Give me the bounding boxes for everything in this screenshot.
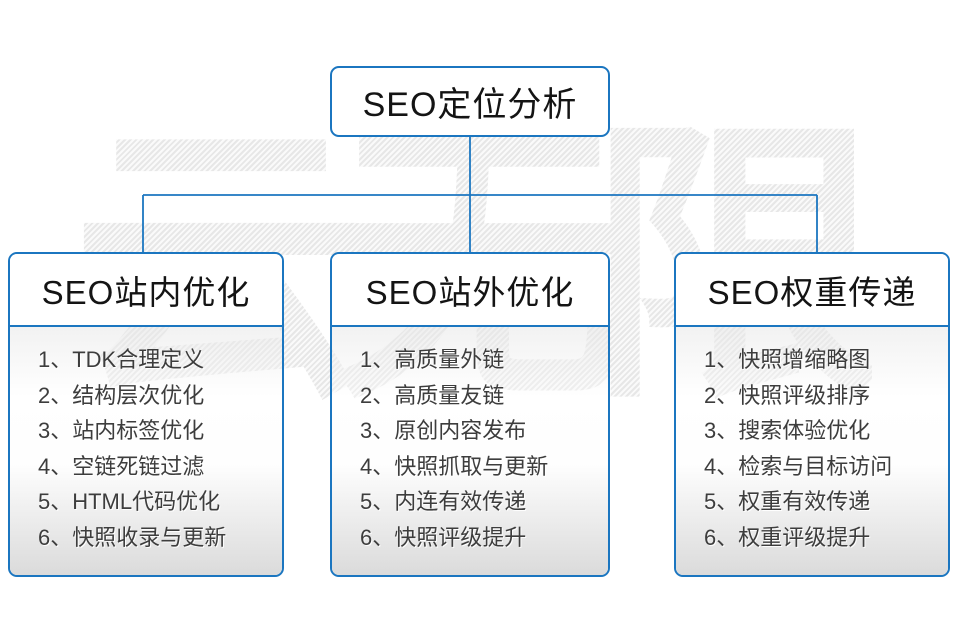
list-item: 5、内连有效传递: [360, 489, 527, 514]
item-list: 1、快照增缩略图 2、快照评级排序 3、搜索体验优化 4、检索与目标访问 5、权…: [704, 342, 948, 555]
list-item: 1、高质量外链: [360, 347, 505, 372]
list-item: 6、权重评级提升: [704, 524, 871, 550]
list-item: 5、HTML代码优化: [38, 489, 221, 514]
column-body: 1、高质量外链 2、高质量友链 3、原创内容发布 4、快照抓取与更新 5、内连有…: [332, 327, 608, 575]
list-item: 4、空链死链过滤: [38, 453, 205, 479]
item-list: 1、高质量外链 2、高质量友链 3、原创内容发布 4、快照抓取与更新 5、内连有…: [360, 342, 608, 555]
column-title: SEO站外优化: [365, 273, 575, 311]
list-item: 6、快照评级提升: [360, 524, 527, 550]
list-item: 5、权重有效传递: [704, 489, 871, 514]
root-node-seo-positioning: SEO定位分析: [330, 66, 610, 137]
column-title: SEO权重传递: [707, 273, 917, 311]
list-item: 2、高质量友链: [360, 382, 505, 408]
list-item: 3、站内标签优化: [38, 418, 205, 443]
list-item: 6、快照收录与更新: [38, 524, 227, 550]
list-item: 3、搜索体验优化: [704, 418, 871, 443]
list-item: 2、结构层次优化: [38, 382, 205, 408]
column-body: 1、快照增缩略图 2、快照评级排序 3、搜索体验优化 4、检索与目标访问 5、权…: [676, 327, 948, 575]
column-offsite-optimization: SEO站外优化 1、高质量外链 2、高质量友链 3、原创内容发布 4、快照抓取与…: [330, 252, 610, 577]
list-item: 4、检索与目标访问: [704, 453, 893, 479]
list-item: 2、快照评级排序: [704, 382, 871, 408]
root-node-title: SEO定位分析: [362, 86, 578, 124]
column-weight-transfer: SEO权重传递 1、快照增缩略图 2、快照评级排序 3、搜索体验优化 4、检索与…: [674, 252, 950, 577]
column-header: SEO站内优化: [10, 254, 282, 327]
column-body: 1、TDK合理定义 2、结构层次优化 3、站内标签优化 4、空链死链过滤 5、H…: [10, 327, 282, 575]
list-item: 3、原创内容发布: [360, 418, 527, 443]
list-item: 4、快照抓取与更新: [360, 453, 549, 479]
list-item: 1、TDK合理定义: [38, 347, 205, 372]
column-header: SEO站外优化: [332, 254, 608, 327]
list-item: 1、快照增缩略图: [704, 347, 871, 372]
column-title: SEO站内优化: [41, 273, 251, 311]
item-list: 1、TDK合理定义 2、结构层次优化 3、站内标签优化 4、空链死链过滤 5、H…: [38, 342, 282, 555]
column-header: SEO权重传递: [676, 254, 948, 327]
column-onsite-optimization: SEO站内优化 1、TDK合理定义 2、结构层次优化 3、站内标签优化 4、空链…: [8, 252, 284, 577]
